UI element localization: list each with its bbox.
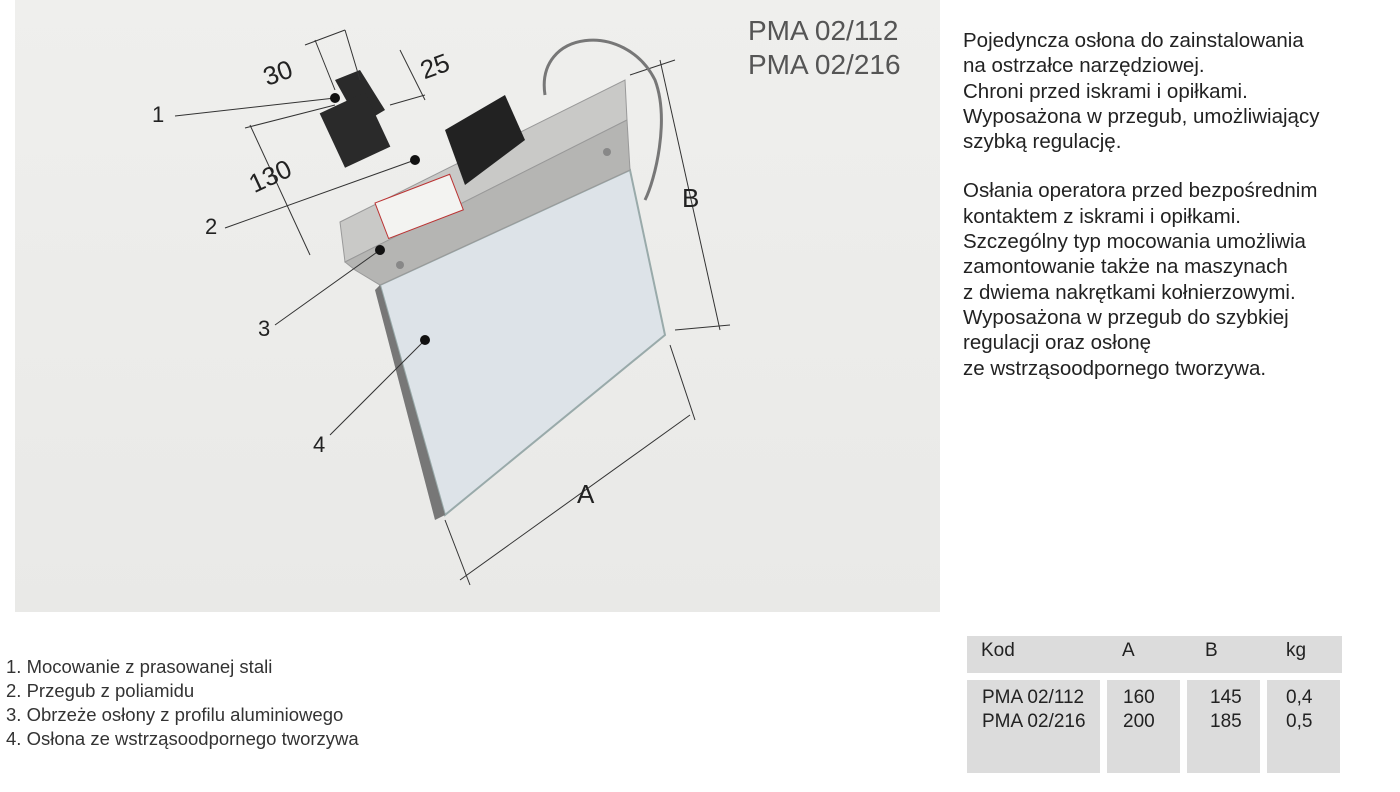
cell: 185	[1210, 711, 1242, 732]
cell: 145	[1210, 687, 1242, 708]
dimension-25: 25	[416, 47, 453, 85]
desc-line: na ostrzałce narzędziowej.	[963, 54, 1205, 78]
column-a: 160 200	[1107, 680, 1180, 773]
dimension-130: 130	[244, 153, 296, 199]
shield-edge	[375, 285, 445, 520]
cell: 160	[1123, 687, 1155, 708]
cell: 0,4	[1286, 687, 1313, 708]
column-kod: PMA 02/112 PMA 02/216	[967, 680, 1100, 773]
callout-3: 3	[258, 316, 270, 341]
polyamide-joint	[445, 95, 525, 185]
legend-item: 1. Mocowanie z prasowanej stali	[6, 656, 273, 677]
callout-3-line	[274, 249, 381, 326]
desc-line: ze wstrząsoodpornego tworzywa.	[963, 356, 1267, 380]
cell: 0,5	[1286, 711, 1313, 732]
product-description: Pojedyncza osłona do zainstalowania na o…	[963, 28, 1400, 405]
callout-2-line	[224, 159, 416, 229]
desc-line: Osłania operatora przed bezpośrednim	[963, 179, 1318, 203]
header-a: A	[1122, 640, 1135, 661]
model-codes: PMA 02/112 PMA 02/216	[748, 14, 901, 82]
header-kod: Kod	[981, 640, 1015, 661]
cell: PMA 02/216	[982, 711, 1086, 732]
desc-line: szybką regulację.	[963, 130, 1122, 154]
dimension-30: 30	[259, 54, 296, 92]
desc-line: Wyposażona w przegub do szybkiej	[963, 305, 1289, 329]
model-code: PMA 02/112	[748, 15, 899, 46]
product-photo: 30 25 130 B A 1 2 3 4	[15, 0, 940, 612]
dimension-a: A	[577, 479, 595, 509]
callout-2: 2	[205, 214, 217, 239]
cell: 200	[1123, 711, 1155, 732]
desc-line: Pojedyncza osłona do zainstalowania	[963, 29, 1304, 52]
desc-line: Szczególny typ mocowania umożliwia	[963, 230, 1306, 254]
desc-line: regulacji oraz osłonę	[963, 331, 1152, 355]
desc-line: kontaktem z iskrami i opiłkami.	[963, 204, 1241, 228]
column-kg: 0,4 0,5	[1267, 680, 1340, 773]
desc-line: z dwiema nakrętkami kołnierzowymi.	[963, 280, 1296, 304]
warning-sticker	[374, 173, 464, 240]
callout-1: 1	[152, 102, 164, 127]
desc-line: Chroni przed iskrami i opiłkami.	[963, 79, 1248, 103]
header-b: B	[1205, 640, 1218, 661]
dimension-b: B	[682, 183, 699, 213]
model-code: PMA 02/216	[748, 49, 901, 80]
cell: PMA 02/112	[982, 687, 1085, 708]
callout-1-line	[174, 97, 336, 117]
legend-item: 3. Obrzeże osłony z profilu aluminiowego	[6, 704, 344, 725]
desc-line: zamontowanie także na maszynach	[963, 255, 1288, 279]
desc-line: Wyposażona w przegub, umożliwiający	[963, 104, 1320, 128]
parts-legend: 1. Mocowanie z prasowanej stali 2. Przeg…	[6, 655, 359, 751]
callout-4-line	[329, 339, 426, 436]
header-kg: kg	[1286, 640, 1307, 661]
legend-item: 4. Osłona ze wstrząsoodpornego tworzywa	[6, 728, 359, 749]
legend-item: 2. Przegub z poliamidu	[6, 680, 195, 701]
product-diagram: 30 25 130 B A 1 2 3 4	[152, 29, 731, 586]
description-paragraph-1: Pojedyncza osłona do zainstalowania na o…	[963, 28, 1400, 154]
description-paragraph-2: Osłania operatora przed bezpośrednim kon…	[963, 178, 1400, 380]
callout-4: 4	[313, 432, 325, 457]
table-header: Kod A B kg	[967, 636, 1342, 673]
column-b: 145 185	[1187, 680, 1260, 773]
